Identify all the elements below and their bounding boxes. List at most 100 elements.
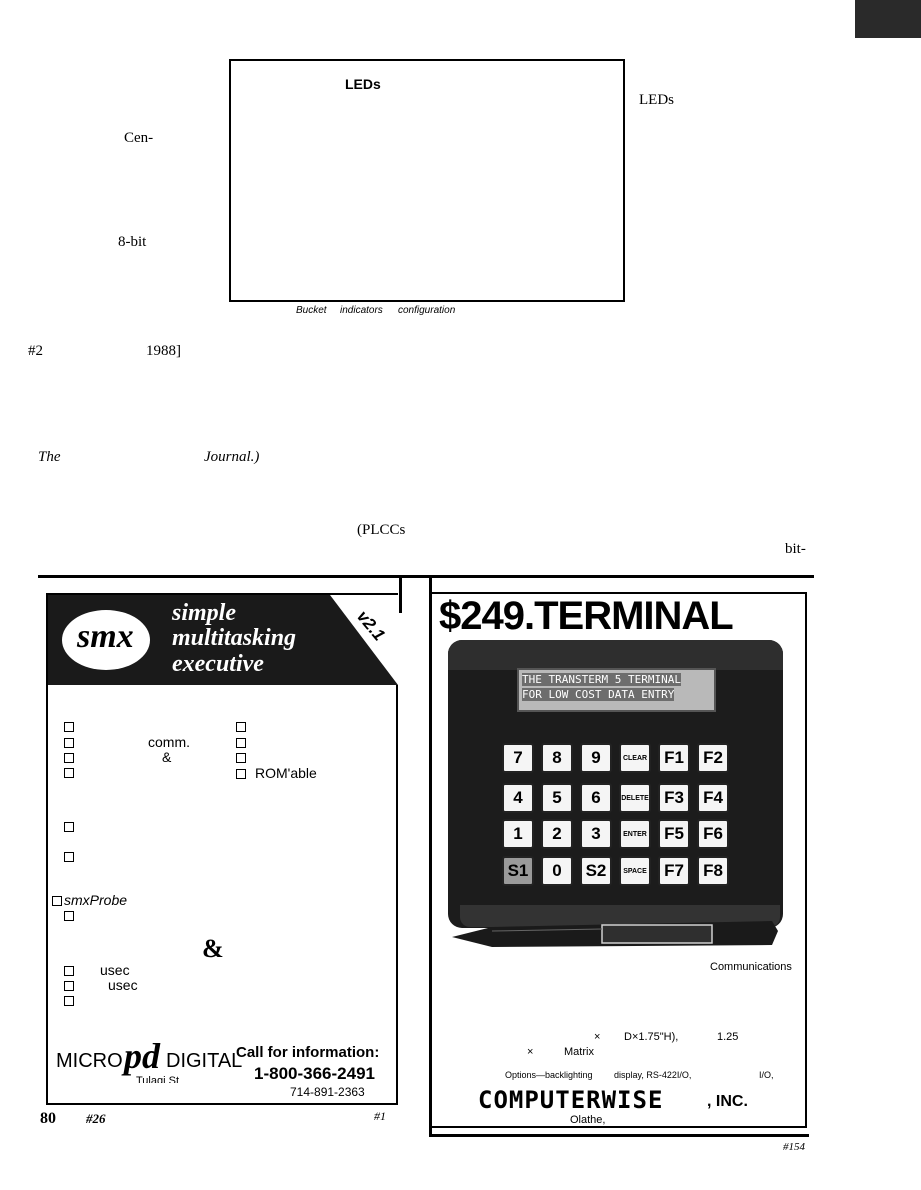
issue-number: #26: [86, 1111, 106, 1126]
feature-text: ROM'able: [255, 765, 317, 781]
feature-checkbox: [236, 753, 246, 763]
key-f5: F5: [658, 819, 690, 849]
key-f6: F6: [697, 819, 729, 849]
smx-headline: executive: [172, 651, 264, 677]
text-fragment: The: [38, 449, 61, 465]
corner-mark: [855, 0, 921, 38]
key-f2: F2: [697, 743, 729, 773]
figure-caption-indicators: indicators: [340, 305, 383, 316]
ampersand: &: [202, 934, 224, 963]
feature-checkbox: [236, 769, 246, 779]
key-4: 4: [502, 783, 534, 813]
communications-text: Communications: [710, 961, 792, 973]
text-fragment: bit-: [785, 541, 806, 557]
smx-headline: simple: [172, 600, 236, 626]
key-s1: S1: [502, 856, 534, 886]
terminal-headline: $249.TERMINAL: [439, 594, 734, 638]
feature-checkbox: [236, 722, 246, 732]
terminal-ad-bottom-rule: [431, 1134, 809, 1137]
wand-icon: [452, 921, 778, 947]
phone-number: 1-800-366-2491: [254, 1064, 375, 1083]
probe-text: smxProbe: [64, 892, 128, 908]
options-text: I/O,: [759, 1070, 774, 1080]
reader-service: #154: [783, 1141, 805, 1153]
key-3: 3: [580, 819, 612, 849]
ad-divider: [399, 575, 402, 613]
options-text: Options—backlighting: [505, 1070, 593, 1080]
key-2: 2: [541, 819, 573, 849]
timing-text: usec: [100, 962, 130, 978]
options-text: display, RS-422I/O,: [614, 1070, 692, 1080]
device-lid-edge: [448, 640, 783, 670]
ad-divider: [429, 575, 432, 1137]
text-fragment: (PLCCs: [357, 522, 406, 538]
figure-caption-configuration: configuration: [398, 305, 456, 316]
feature-checkbox: [236, 738, 246, 748]
phone-number-alt: 714-891-2363: [290, 1085, 365, 1099]
reader-service: #1: [374, 1109, 386, 1123]
text-fragment: Journal.): [204, 449, 260, 465]
page-number: 80: [40, 1110, 56, 1127]
feature-text: comm.: [148, 734, 190, 750]
feature-checkbox: [64, 738, 74, 748]
brand-digital: DIGITAL: [166, 1050, 243, 1072]
section-rule: [38, 575, 814, 578]
key-f3: F3: [658, 783, 690, 813]
feature-checkbox: [64, 768, 74, 778]
company-logo: COMPUTERWISE: [478, 1086, 664, 1114]
spec-text: 1.25: [717, 1031, 739, 1043]
key-5: 5: [541, 783, 573, 813]
version-corner: [330, 595, 398, 685]
key-0: 0: [541, 856, 573, 886]
feature-checkbox: [64, 753, 74, 763]
key-f1: F1: [658, 743, 690, 773]
display-line: FOR LOW COST DATA ENTRY: [522, 688, 675, 701]
brand-pd: pd: [124, 1036, 160, 1076]
figure-box: [229, 59, 625, 302]
smx-ad: [46, 593, 398, 1105]
key-clear: CLEAR: [619, 743, 651, 773]
key-space: SPACE: [619, 856, 651, 886]
figure-title: LEDs: [345, 76, 381, 92]
feature-text: &: [162, 749, 172, 765]
text-fragment: 8-bit: [118, 234, 147, 250]
key-f7: F7: [658, 856, 690, 886]
key-8: 8: [541, 743, 573, 773]
key-delete: DELETE: [619, 783, 651, 813]
call-line: Call for information:: [236, 1044, 380, 1061]
feature-checkbox: [64, 722, 74, 732]
smx-logo: [62, 610, 150, 670]
spec-text: Matrix: [564, 1046, 594, 1058]
smx-headline: multitasking: [172, 625, 297, 651]
text-fragment: Cen-: [124, 130, 154, 146]
timing-text: usec: [108, 977, 138, 993]
feature-checkbox: [52, 896, 62, 906]
spec-text: ×: [594, 1031, 601, 1043]
text-fragment: LEDs: [639, 92, 674, 108]
feature-checkbox: [64, 911, 74, 921]
figure-caption-bucket: Bucket: [296, 305, 327, 316]
spec-text: ×: [527, 1046, 534, 1058]
brand-address: Tulagi St: [136, 1075, 180, 1083]
key-f8: F8: [697, 856, 729, 886]
display-line: THE TRANSTERM 5 TERMINAL: [522, 673, 681, 686]
feature-checkbox: [64, 981, 74, 991]
spec-text: D×1.75"H),: [624, 1031, 679, 1043]
feature-checkbox: [64, 966, 74, 976]
key-7: 7: [502, 743, 534, 773]
key-6: 6: [580, 783, 612, 813]
key-s2: S2: [580, 856, 612, 886]
brand-micro: MICRO: [56, 1050, 123, 1072]
feature-checkbox: [64, 822, 74, 832]
text-fragment: 1988]: [146, 343, 181, 359]
key-enter: ENTER: [619, 819, 651, 849]
text-fragment: #2: [28, 343, 43, 359]
feature-checkbox: [64, 996, 74, 1006]
key-9: 9: [580, 743, 612, 773]
smx-logo-text: smx: [77, 618, 134, 655]
device-base: [460, 905, 780, 927]
key-f4: F4: [697, 783, 729, 813]
feature-checkbox: [64, 852, 74, 862]
terminal-ad: [431, 592, 807, 1128]
company-city: Olathe,: [570, 1114, 606, 1126]
